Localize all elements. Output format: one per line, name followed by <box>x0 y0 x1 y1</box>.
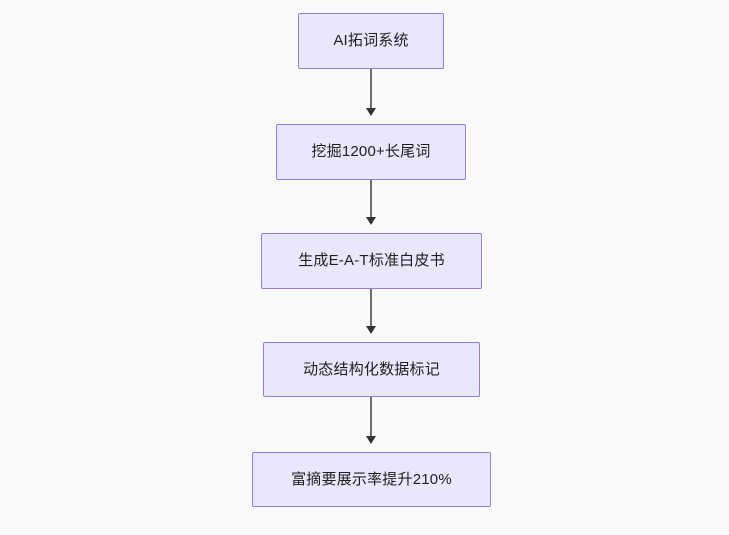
flow-edge-line <box>370 289 372 326</box>
flow-edge-line <box>370 397 372 436</box>
flow-node-mine-longtail-keywords[interactable]: 挖掘1200+长尾词 <box>276 124 466 180</box>
flow-arrowhead-icon <box>366 436 376 444</box>
flow-arrowhead-icon <box>366 217 376 225</box>
flow-arrowhead-icon <box>366 108 376 116</box>
flow-edge-line <box>370 180 372 217</box>
flow-edge-line <box>370 69 372 108</box>
flow-node-label: 动态结构化数据标记 <box>303 360 440 378</box>
flow-node-label: 挖掘1200+长尾词 <box>311 143 431 160</box>
flow-node-ai-keyword-system[interactable]: AI拓词系统 <box>298 13 444 69</box>
flow-node-dynamic-structured-data-markup[interactable]: 动态结构化数据标记 <box>263 342 480 397</box>
flow-node-label: AI拓词系统 <box>333 32 409 49</box>
flow-node-rich-snippet-rate-increase[interactable]: 富摘要展示率提升210% <box>252 452 491 507</box>
flow-arrowhead-icon <box>366 326 376 334</box>
flow-node-generate-eat-whitepaper[interactable]: 生成E-A-T标准白皮书 <box>261 233 482 289</box>
flow-node-label: 生成E-A-T标准白皮书 <box>298 252 445 269</box>
flow-node-label: 富摘要展示率提升210% <box>291 470 452 488</box>
